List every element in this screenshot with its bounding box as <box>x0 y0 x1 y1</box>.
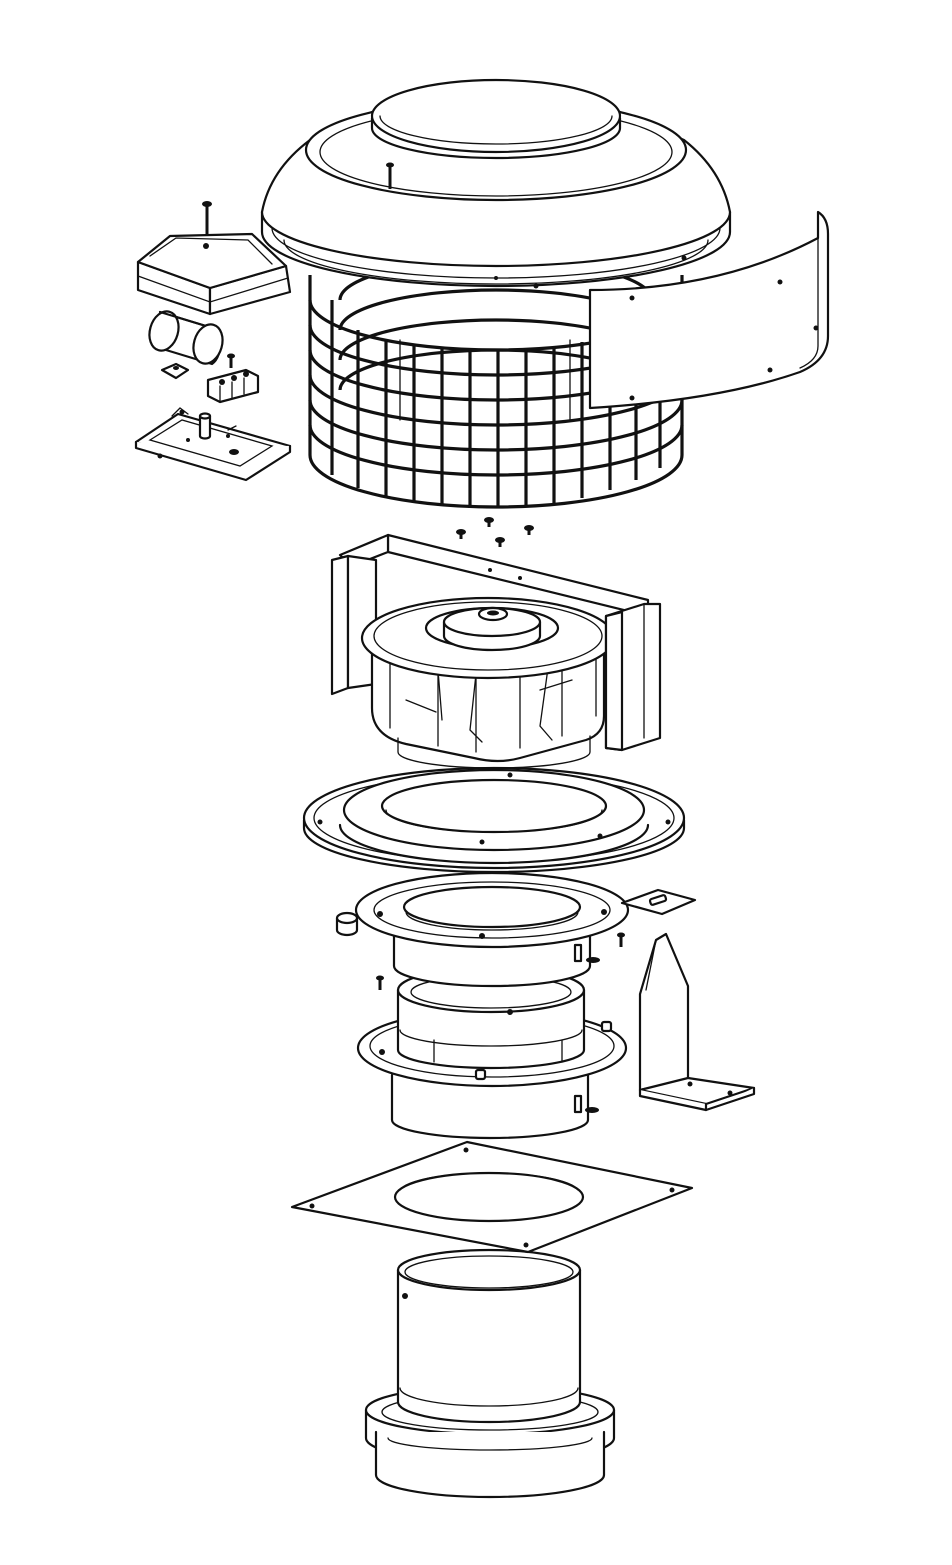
roof-plate-icon <box>290 1140 694 1254</box>
inlet-collar-icon <box>356 966 628 1140</box>
guard-grille-icon <box>308 258 684 509</box>
duct-spigot-icon <box>364 1248 616 1499</box>
screw-icon <box>456 517 534 547</box>
inlet-flange-icon <box>335 871 697 988</box>
side-panel-icon <box>588 210 830 410</box>
cable-clamp-icon <box>160 362 190 380</box>
screw-icon <box>376 932 625 990</box>
base-plate-ring-icon <box>302 766 686 874</box>
terminal-block-icon <box>206 353 260 404</box>
impeller-motor-icon <box>330 533 662 769</box>
hood-dome-icon <box>260 78 732 289</box>
capacitor-icon <box>148 310 224 366</box>
terminal-box-cover-icon <box>136 201 292 316</box>
terminal-box-base-icon <box>134 407 292 482</box>
mounting-bracket-icon <box>638 932 756 1112</box>
